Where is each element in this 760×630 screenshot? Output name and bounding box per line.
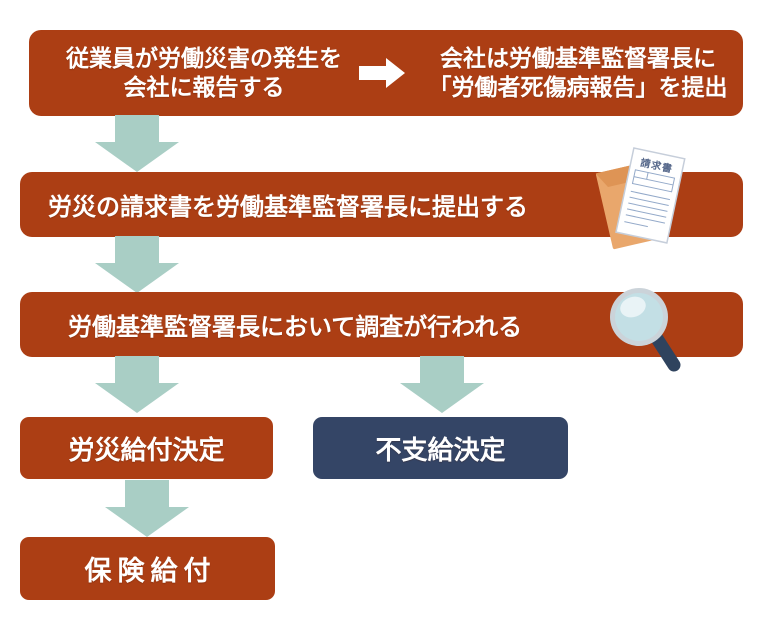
submit-casualty-report-text: 会社は労働基準監督署長に 「労働者死傷病報告」を提出 bbox=[417, 44, 739, 102]
right-arrow-icon bbox=[359, 58, 405, 88]
insurance-benefit-box: 保険給付 bbox=[20, 537, 275, 600]
down-arrow-icon-5 bbox=[105, 480, 189, 537]
down-arrow-icon-1 bbox=[95, 115, 179, 172]
insurance-benefit-label: 保険給付 bbox=[84, 556, 217, 586]
deny-decision-label: 不支給決定 bbox=[375, 434, 506, 465]
submit-casualty-report-line2: 「労働者死傷病報告」を提出 bbox=[428, 74, 728, 100]
deny-decision-box: 不支給決定 bbox=[313, 417, 568, 479]
down-arrow-icon-4 bbox=[400, 356, 484, 413]
report-to-company-text: 従業員が労働災害の発生を 会社に報告する bbox=[45, 44, 363, 102]
grant-decision-box: 労災給付決定 bbox=[20, 417, 273, 479]
submit-casualty-report-line1: 会社は労働基準監督署長に bbox=[440, 45, 716, 71]
report-to-company-line1: 従業員が労働災害の発生を bbox=[66, 45, 342, 71]
investigation-label: 労働基準監督署長において調査が行われる bbox=[68, 314, 523, 341]
step-report-bar: 従業員が労働災害の発生を 会社に報告する 会社は労働基準監督署長に 「労働者死傷… bbox=[29, 30, 743, 116]
down-arrow-icon-3 bbox=[95, 356, 179, 413]
grant-decision-label: 労災給付決定 bbox=[68, 434, 225, 465]
magnifying-glass-icon bbox=[606, 286, 688, 378]
report-to-company-line2: 会社に報告する bbox=[123, 74, 285, 100]
claim-submission-label: 労災の請求書を労働基準監督署長に提出する bbox=[48, 194, 528, 221]
invoice-document-icon: 請求書 bbox=[586, 142, 690, 250]
down-arrow-icon-2 bbox=[95, 236, 179, 293]
